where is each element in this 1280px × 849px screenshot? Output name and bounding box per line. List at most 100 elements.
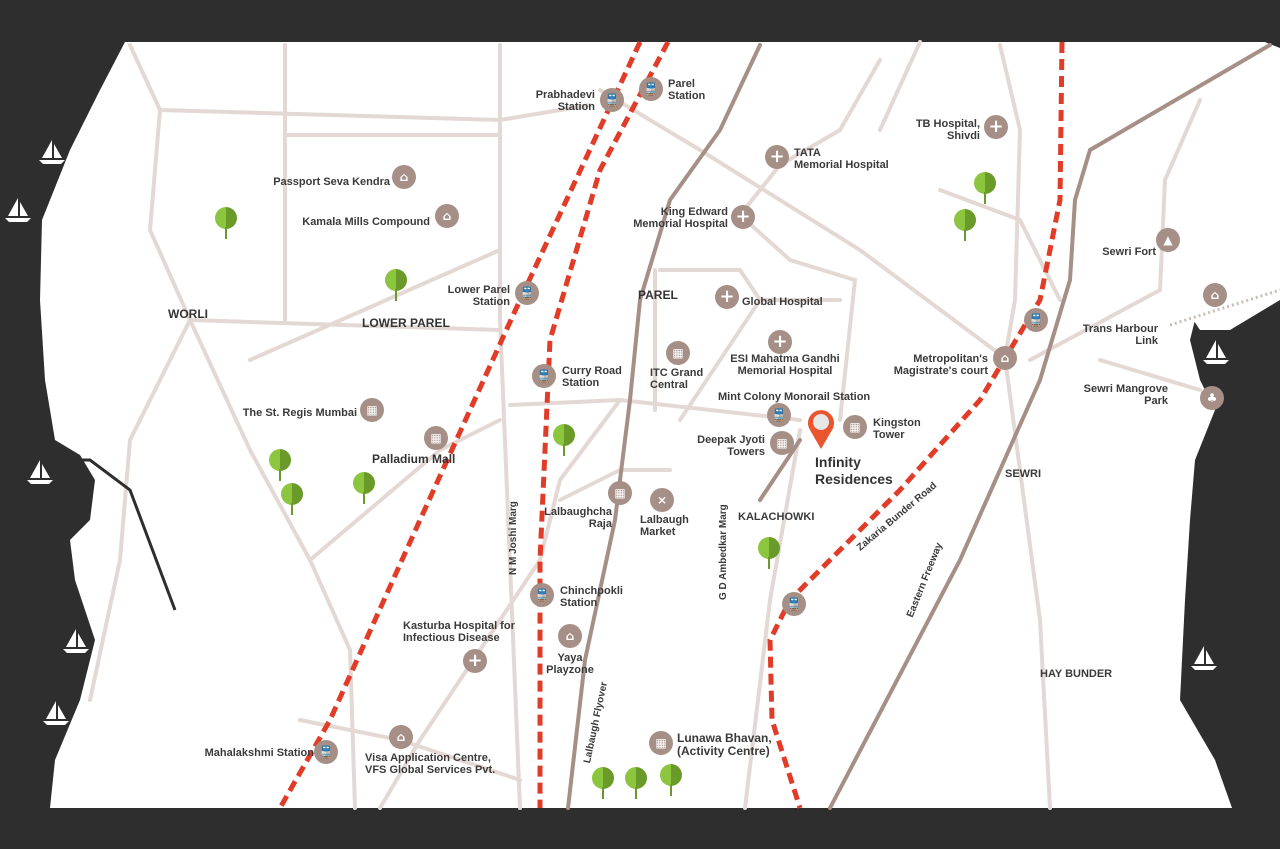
western-rail-line: [277, 40, 643, 810]
train-icon[interactable]: 🚆: [767, 403, 791, 427]
tree-icon: [592, 767, 614, 799]
label-sewri-mangrove: Sewri Mangrove Park: [1083, 383, 1168, 407]
tree-icon: [385, 269, 407, 301]
tree-icon: [553, 424, 575, 456]
land-area: [40, 42, 1280, 808]
label-area-parel: PAREL: [638, 288, 678, 302]
tree-icon: [660, 764, 682, 796]
train-icon[interactable]: 🚆: [782, 592, 806, 616]
train-icon[interactable]: 🚆: [600, 88, 624, 112]
label-lunawa-bhavan: Lunawa Bhavan, (Activity Centre): [677, 731, 772, 758]
boat-icon: [1188, 644, 1220, 677]
building-icon[interactable]: ▦: [649, 731, 673, 755]
roads: [88, 40, 1202, 810]
label-mint-colony-monorail: Mint Colony Monorail Station: [718, 391, 871, 403]
label-yaya-playzone: Yaya Playzone: [546, 652, 594, 676]
tree-icon: [954, 209, 976, 241]
label-infinity-residences: Infinity Residences: [815, 454, 893, 487]
rail-lines: [277, 40, 1065, 810]
label-area-worli: WORLI: [168, 307, 208, 321]
label-esi-hospital: ESI Mahatma Gandhi Memorial Hospital: [730, 353, 840, 377]
boat-icon: [40, 699, 72, 732]
fort-icon[interactable]: ▲: [1156, 228, 1180, 252]
location-pin-icon[interactable]: [806, 408, 836, 450]
hospital-icon[interactable]: +: [768, 330, 792, 354]
bandra-worli-sea-link: [20, 458, 177, 611]
label-nm-joshi-marg: N M Joshi Marg: [508, 501, 519, 575]
label-global-hospital: Global Hospital: [742, 296, 823, 308]
hospital-icon[interactable]: +: [731, 205, 755, 229]
bank-icon[interactable]: ⌂: [993, 346, 1017, 370]
label-lalbaugh-market: Lalbaugh Market: [640, 514, 689, 538]
boat-icon: [36, 138, 68, 171]
boat-icon: [1200, 338, 1232, 371]
label-mahalakshmi-station: Mahalakshmi Station: [204, 747, 314, 759]
train-icon[interactable]: 🚆: [532, 364, 556, 388]
label-passport-seva: Passport Seva Kendra: [273, 176, 390, 188]
bank-icon[interactable]: ⌂: [392, 165, 416, 189]
tree-icon: [625, 767, 647, 799]
label-itc-grand-central: ITC Grand Central: [650, 367, 704, 391]
building-icon[interactable]: ▦: [360, 398, 384, 422]
boat-icon: [2, 196, 34, 229]
hospital-icon[interactable]: +: [984, 115, 1008, 139]
label-tb-hospital: TB Hospital, Shivdi: [915, 118, 980, 142]
flyovers: [566, 43, 1272, 810]
label-chinchpokli-station: Chinchpokli Station: [560, 585, 623, 609]
boat-icon: [60, 627, 92, 660]
label-parel-station: Parel Station: [668, 78, 706, 102]
label-st-regis: The St. Regis Mumbai: [242, 407, 357, 419]
label-kasturba-hospital: Kasturba Hospital for Infectious Disease: [403, 620, 515, 644]
building-icon[interactable]: ▦: [608, 481, 632, 505]
bank-icon[interactable]: ⌂: [435, 204, 459, 228]
train-icon[interactable]: 🚆: [515, 281, 539, 305]
hospital-icon[interactable]: +: [715, 285, 739, 309]
train-icon[interactable]: 🚆: [639, 77, 663, 101]
tree-icon: [353, 472, 375, 504]
label-king-edward: King Edward Memorial Hospital: [633, 206, 728, 230]
label-area-sewri: SEWRI: [1005, 468, 1042, 480]
tree-icon: [269, 449, 291, 481]
park-icon[interactable]: ♣: [1200, 386, 1224, 410]
label-lalbaughcha-raja: Lalbaughcha Raja: [544, 506, 612, 530]
boat-icon: [1120, 494, 1152, 527]
label-area-kalachowki: KALACHOWKI: [738, 511, 815, 523]
tree-icon: [974, 172, 996, 204]
tree-icon: [758, 537, 780, 569]
train-icon[interactable]: 🚆: [530, 583, 554, 607]
train-icon[interactable]: 🚆: [314, 740, 338, 764]
label-sewri-fort: Sewri Fort: [1102, 246, 1156, 258]
eastern-freeway-line: [828, 43, 1272, 810]
label-lower-parel-station: Lower Parel Station: [447, 284, 510, 308]
boat-icon: [1150, 534, 1182, 567]
label-vfs-centre: Visa Application Centre, VFS Global Serv…: [365, 752, 496, 776]
label-palladium-mall: Palladium Mall: [372, 452, 456, 466]
label-gd-ambedkar-marg: G D Ambedkar Marg: [718, 504, 729, 600]
building-icon[interactable]: ▦: [666, 341, 690, 365]
hospital-icon[interactable]: +: [765, 145, 789, 169]
building-icon[interactable]: ▦: [424, 426, 448, 450]
label-trans-harbour-link: Trans Harbour Link: [1082, 323, 1158, 347]
label-kingston-tower: Kingston Tower: [873, 417, 921, 441]
tree-icon: [281, 483, 303, 515]
building-icon[interactable]: ▦: [770, 431, 794, 455]
label-area-lower-parel: LOWER PAREL: [362, 316, 450, 330]
label-prabhadevi-station: Prabhadevi Station: [535, 89, 595, 113]
bank-icon[interactable]: ⌂: [558, 624, 582, 648]
bank-icon[interactable]: ⌂: [1203, 283, 1227, 307]
label-area-hay-bunder: HAY BUNDER: [1040, 668, 1113, 680]
hospital-icon[interactable]: +: [463, 649, 487, 673]
label-kamala-mills: Kamala Mills Compound: [302, 216, 430, 228]
cart-icon[interactable]: ⨯: [650, 488, 674, 512]
label-deepak-jyoti: Deepak Jyoti Towers: [697, 434, 765, 458]
train-icon[interactable]: 🚆: [1024, 308, 1048, 332]
boat-icon: [24, 458, 56, 491]
label-curry-road-station: Curry Road Station: [562, 365, 622, 389]
bank-icon[interactable]: ⌂: [389, 725, 413, 749]
label-tata-memorial: TATA Memorial Hospital: [794, 147, 889, 171]
tree-icon: [215, 207, 237, 239]
lalbaugh-flyover-line: [566, 43, 762, 810]
building-icon[interactable]: ▦: [843, 415, 867, 439]
label-magistrates-court: Metropolitan's Magistrate's court: [893, 353, 988, 377]
